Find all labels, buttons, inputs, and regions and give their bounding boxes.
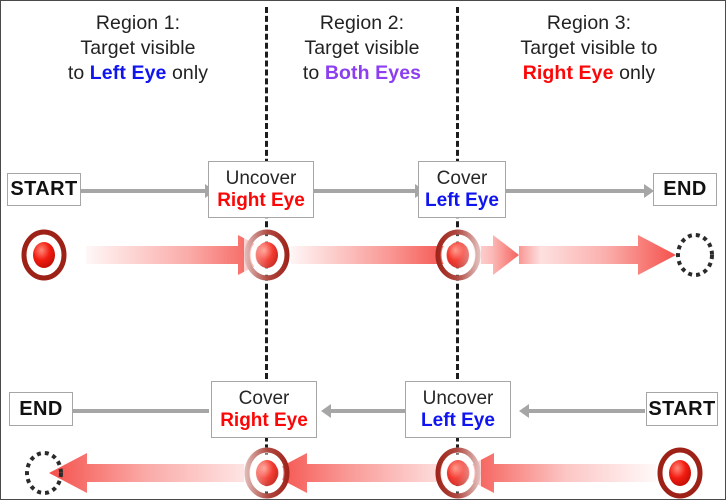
bottom-step-1-box[interactable]: Cover Right Eye <box>211 381 317 438</box>
bottom-step-2-box[interactable]: Uncover Left Eye <box>405 381 511 438</box>
bottom-connector-1 <box>73 409 209 413</box>
region-3-line-1: Region 3: <box>546 12 632 34</box>
top-step-2-box[interactable]: Cover Left Eye <box>418 161 506 218</box>
top-connector-3-arrowhead <box>644 184 654 198</box>
top-target-start <box>21 229 67 281</box>
region-1-line-3-post: only <box>166 62 209 84</box>
bottom-motion-arrow-2 <box>269 451 459 495</box>
top-motion-arrow-2 <box>291 233 456 277</box>
bottom-motion-arrow-3 <box>456 451 656 495</box>
region-2-line-3-pre: to <box>302 62 325 84</box>
region-3-line-2: Target visible to <box>520 37 658 59</box>
bottom-step-1-line-2: Right Eye <box>220 409 308 431</box>
region-2-line-3: to Both Eyes <box>273 61 451 86</box>
bottom-step-2-line-2: Left Eye <box>421 409 495 431</box>
top-step-1-line-1: Uncover <box>225 167 297 189</box>
bottom-step-1-line-1: Cover <box>238 387 290 409</box>
bottom-end-label: END <box>19 397 63 420</box>
top-step-1-box[interactable]: Uncover Right Eye <box>208 161 314 218</box>
top-end-box[interactable]: END <box>653 173 717 206</box>
bottom-end-box[interactable]: END <box>9 392 73 426</box>
bottom-target-boundary-1 <box>244 447 290 499</box>
top-target-boundary-1 <box>244 229 290 281</box>
bottom-target-boundary-2 <box>435 447 481 499</box>
region-3-line-3-post: only <box>613 62 656 84</box>
top-step-1-line-2: Right Eye <box>217 189 305 211</box>
top-start-box[interactable]: START <box>7 173 81 206</box>
bottom-connector-2-arrowhead <box>321 404 331 418</box>
region-3-heading: Region 3: Target visible to Right Eye on… <box>464 11 714 86</box>
region-1-emphasis: Left Eye <box>89 62 167 84</box>
top-target-ghost <box>672 229 718 281</box>
top-connector-3 <box>506 189 646 193</box>
top-motion-arrow-3 <box>461 233 676 277</box>
top-connector-2 <box>314 189 417 193</box>
region-3-emphasis: Right Eye <box>522 62 614 84</box>
bottom-motion-arrow-1 <box>49 451 264 495</box>
bottom-connector-3-arrowhead <box>519 404 529 418</box>
region-2-line-1: Region 2: <box>319 12 405 34</box>
region-3-line-3: Right Eye only <box>464 61 714 86</box>
region-1-heading: Region 1: Target visible to Left Eye onl… <box>19 11 257 86</box>
bottom-step-2-line-1: Uncover <box>422 387 494 409</box>
top-end-label: END <box>663 178 707 200</box>
region-1-line-3: to Left Eye only <box>19 61 257 86</box>
top-motion-arrow-1 <box>86 233 276 277</box>
bottom-connector-3 <box>529 409 645 413</box>
top-start-label: START <box>10 178 78 200</box>
region-2-line-2: Target visible <box>304 37 420 59</box>
top-target-boundary-2 <box>435 229 481 281</box>
bottom-target-ghost <box>21 447 67 499</box>
region-1-line-3-pre: to <box>67 62 90 84</box>
top-step-2-line-2: Left Eye <box>425 189 499 211</box>
region-2-heading: Region 2: Target visible to Both Eyes <box>273 11 451 86</box>
bottom-target-start <box>657 447 703 499</box>
region-2-emphasis: Both Eyes <box>324 62 422 84</box>
bottom-start-label: START <box>648 397 716 420</box>
top-step-2-line-1: Cover <box>436 167 488 189</box>
region-1-line-1: Region 1: <box>95 12 181 34</box>
top-connector-1 <box>81 189 207 193</box>
bottom-connector-2 <box>331 409 406 413</box>
region-1-line-2: Target visible <box>80 37 196 59</box>
bottom-start-box[interactable]: START <box>646 392 718 426</box>
